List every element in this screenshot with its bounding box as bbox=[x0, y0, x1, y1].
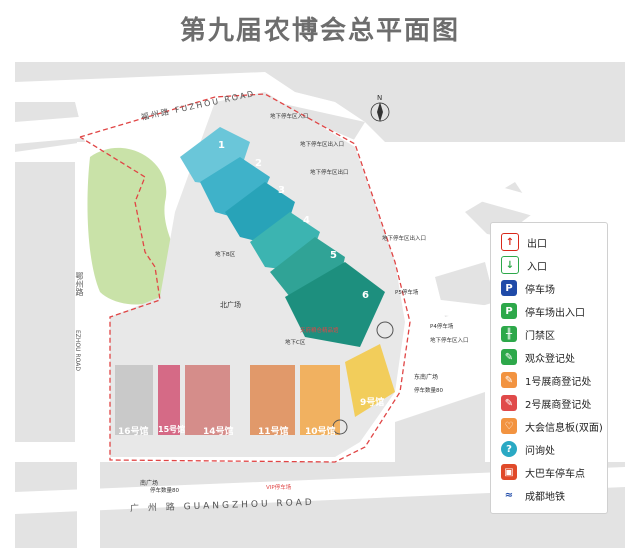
legend-label: 1号展商登记处 bbox=[525, 376, 592, 388]
legend-panel: ↑ 出口 ↓ 入口 P 停车场 P 停车场出入口 ╫ 门禁区 ✎ 观众登记处 ✎… bbox=[490, 222, 608, 514]
hall-11-number: 11号馆 bbox=[258, 427, 289, 437]
parking-gate-icon: P bbox=[501, 303, 517, 319]
access-control-icon: ╫ bbox=[501, 326, 517, 342]
legend-label: 2号展商登记处 bbox=[525, 399, 592, 411]
legend-item: ╫ 门禁区 bbox=[501, 323, 555, 345]
hall-9-number: 9号馆 bbox=[360, 398, 385, 408]
bus-icon: ▣ bbox=[501, 464, 517, 480]
legend-item: ↓ 入口 bbox=[501, 254, 547, 276]
east-square-label: 东南广场 bbox=[414, 374, 439, 381]
legend-label: 大巴车停车点 bbox=[525, 468, 585, 480]
legend-item: ✎ 1号展商登记处 bbox=[501, 369, 591, 391]
legend-item: ↑ 出口 bbox=[501, 231, 547, 253]
legend-label: 问询处 bbox=[525, 445, 555, 457]
north-square-label: 北广场 bbox=[220, 301, 241, 309]
hall-2-number: 2 bbox=[255, 158, 262, 169]
legend-label: 成都地铁 bbox=[525, 491, 565, 503]
exit-icon: ↑ bbox=[501, 233, 519, 251]
vip-parking-label: VIP停车场 bbox=[266, 485, 292, 491]
halls-top bbox=[180, 127, 385, 347]
hall-5-number: 5 bbox=[330, 250, 337, 261]
halls-bottom bbox=[115, 344, 395, 435]
underground-c-label: 地下C区 bbox=[285, 340, 306, 346]
entrance-arrow-1: 地下停车区入口 bbox=[270, 114, 309, 120]
parking-p5-label: P5停车场 bbox=[395, 290, 419, 296]
underground-b-label: 地下B区 bbox=[215, 252, 236, 258]
legend-item: ♡ 大会信息板(双面) bbox=[501, 415, 603, 437]
entrance-arrow-4: 地下停车区出入口 bbox=[382, 236, 427, 242]
legend-label: 停车场出入口 bbox=[525, 307, 585, 319]
entrance-arrow-3: 地下停车区出口 bbox=[310, 170, 349, 176]
ezhou-road-label: 鄂州路 bbox=[75, 272, 84, 296]
metro-icon: ≈ bbox=[501, 487, 517, 503]
hall-10-number: 10号馆 bbox=[305, 427, 336, 437]
legend-item: ✎ 观众登记处 bbox=[501, 346, 575, 368]
compass-icon: N bbox=[370, 94, 390, 122]
legend-item: ▣ 大巴车停车点 bbox=[501, 461, 585, 483]
exhibitor2-icon: ✎ bbox=[501, 395, 517, 411]
ezhou-road-en-label: EZHOU ROAD bbox=[74, 330, 81, 371]
svg-text:N: N bbox=[377, 94, 382, 102]
legend-label: 大会信息板(双面) bbox=[525, 422, 603, 434]
legend-item: P 停车场 bbox=[501, 277, 555, 299]
hall-3-number: 3 bbox=[278, 185, 285, 196]
hall-14-number: 14号馆 bbox=[203, 427, 234, 437]
info-board-icon: ♡ bbox=[501, 418, 517, 434]
south-square-label: 南广场 bbox=[140, 480, 159, 487]
entrance-arrow-5: 地下停车区入口 bbox=[430, 338, 469, 344]
legend-item: ≈ 成都地铁 bbox=[501, 484, 565, 506]
parking-south-label: 停车数量80 bbox=[150, 488, 179, 494]
hall-4-number: 4 bbox=[303, 215, 310, 226]
legend-label: 入口 bbox=[527, 261, 547, 273]
hall-6-number: 6 bbox=[362, 290, 369, 301]
entrance-arrow-2: 地下停车区出入口 bbox=[300, 142, 345, 148]
parking-east-label: 停车数量80 bbox=[414, 388, 443, 394]
legend-label: 门禁区 bbox=[525, 330, 555, 342]
hall-16-number: 16号馆 bbox=[118, 427, 149, 437]
hall-15-number: 15号馆 bbox=[158, 425, 186, 434]
legend-label: 出口 bbox=[527, 238, 547, 250]
parking-p4-label: P4停车场 bbox=[430, 324, 454, 330]
inquiry-icon: ? bbox=[501, 441, 517, 457]
visitor-register-icon: ✎ bbox=[501, 349, 517, 365]
legend-item: P 停车场出入口 bbox=[501, 300, 585, 322]
parking-icon: P bbox=[501, 280, 517, 296]
hall-1-number: 1 bbox=[218, 140, 225, 151]
legend-item: ? 问询处 bbox=[501, 438, 555, 460]
tianfu-hall-label: 天府粮仓精品馆 bbox=[300, 328, 339, 334]
legend-item: ✎ 2号展商登记处 bbox=[501, 392, 591, 414]
exhibitor1-icon: ✎ bbox=[501, 372, 517, 388]
map-title: 第九届农博会总平面图 bbox=[179, 16, 460, 46]
legend-label: 观众登记处 bbox=[525, 353, 575, 365]
legend-label: 停车场 bbox=[525, 284, 555, 296]
entrance-icon: ↓ bbox=[501, 256, 519, 274]
